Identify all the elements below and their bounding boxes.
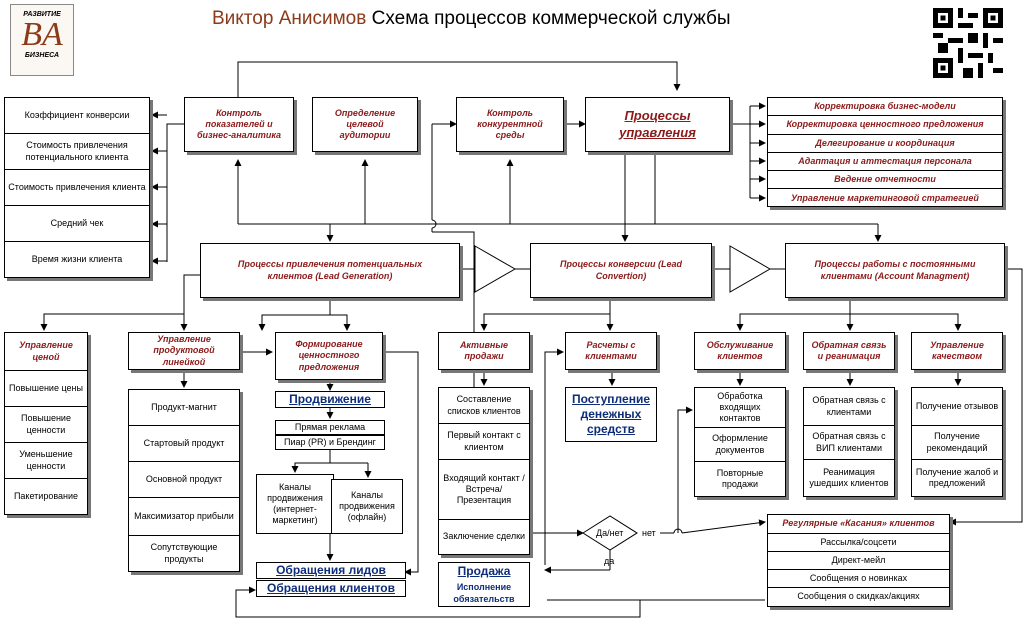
quality-item: Получение рекомендаций <box>912 426 1002 460</box>
product-line-head: Управление продуктовой линейкой <box>128 332 240 370</box>
sale-sublabel: Исполнение обязательств <box>453 582 515 604</box>
management-item: Управление маркетинговой стратегией <box>791 193 979 203</box>
active-sales-list: Составление списков клиентов Первый конт… <box>438 387 530 555</box>
lead-conversion-box: Процессы конверсии (Lead Convertion) <box>530 243 712 298</box>
touch-item: Сообщения о скидках/акциях <box>797 591 920 602</box>
price-item: Повышение цены <box>5 371 87 407</box>
metric-item: Стоимость привлечения потенциального кли… <box>5 134 149 170</box>
feedback-item: Обратная связь с ВИП клиентами <box>804 426 894 460</box>
price-management-head: Управление ценой <box>5 333 87 371</box>
client-touches-head: Регулярные «Касания» клиентов <box>768 515 949 534</box>
account-management-box: Процессы работы с постоянными клиентами … <box>785 243 1005 298</box>
service-item: Обработка входящих контактов <box>695 388 785 428</box>
competitive-control-box: Контроль конкурентной среды <box>456 97 564 152</box>
cash-receipt-box: Поступление денежных средств <box>565 387 657 442</box>
decision-yes-label: да <box>604 556 615 566</box>
management-item: Корректировка ценностного предложения <box>768 116 1002 135</box>
client-requests-box: Обращения клиентов <box>256 580 406 597</box>
product-item: Стартовый продукт <box>129 426 239 462</box>
feedback-list: Обратная связь с клиентами Обратная связ… <box>803 387 895 497</box>
touch-item: Сообщения о новинках <box>768 570 949 588</box>
active-sales-item: Составление списков клиентов <box>439 388 529 424</box>
sale-box: Продажа Исполнение обязательств <box>438 562 530 607</box>
product-item: Основной продукт <box>129 462 239 498</box>
qr-code-icon <box>933 8 1003 78</box>
active-sales-item: Первый контакт с клиентом <box>439 424 529 460</box>
price-item: Повышение ценности <box>5 407 87 443</box>
product-item: Сопутствующие продукты <box>150 542 218 564</box>
client-touches-list: Регулярные «Касания» клиентов Рассылка/с… <box>767 514 950 607</box>
touch-item: Рассылка/соцсети <box>768 534 949 552</box>
metric-item: Коэффициент конверсии <box>5 98 149 134</box>
direct-ads-box: Прямая реклама <box>275 420 385 435</box>
product-line-list: Продукт-магнит Стартовый продукт Основно… <box>128 389 240 572</box>
pr-branding-box: Пиар (PR) и Брендинг <box>275 435 385 450</box>
active-sales-item: Заключение сделки <box>442 531 526 542</box>
target-audience-box: Определение целевой аудитории <box>312 97 418 152</box>
feedback-item: Обратная связь с клиентами <box>804 388 894 426</box>
management-item: Адаптация и аттестация персонала <box>768 153 1002 172</box>
quality-head: Управление качеством <box>911 332 1003 370</box>
client-service-head: Обслуживание клиентов <box>694 332 786 370</box>
control-analytics-box: Контроль показателей и бизнес-аналитика <box>184 97 294 152</box>
offline-channels-box: Каналы продвижения (офлайн) <box>331 479 403 534</box>
management-item: Ведение отчетности <box>768 171 1002 190</box>
payments-head: Расчеты с клиентами <box>565 332 657 370</box>
feedback-head: Обратная связь и реанимация <box>803 332 895 370</box>
lead-requests-box: Обращения лидов <box>256 562 406 579</box>
service-item: Повторные продажи <box>716 467 764 489</box>
client-service-list: Обработка входящих контактов Оформление … <box>694 387 786 497</box>
sale-label: Продажа <box>457 564 511 579</box>
logo: РАЗВИТИЕ BA БИЗНЕСА <box>10 4 74 76</box>
active-sales-head: Активные продажи <box>438 332 530 370</box>
price-management: Управление ценой Повышение цены Повышени… <box>4 332 88 515</box>
metrics-list: Коэффициент конверсии Стоимость привлече… <box>4 97 150 278</box>
metric-item: Время жизни клиента <box>31 253 123 264</box>
quality-item: Получение жалоб и предложений <box>915 466 999 488</box>
price-item: Уменьшение ценности <box>5 443 87 479</box>
metric-item: Стоимость привлечения клиента <box>5 170 149 206</box>
product-item: Продукт-магнит <box>129 390 239 426</box>
page-title: Виктор Анисимов Схема процессов коммерче… <box>212 8 731 29</box>
management-item: Делегирование и координация <box>768 135 1002 153</box>
product-item: Максимизатор прибыли <box>129 498 239 536</box>
service-item: Оформление документов <box>695 428 785 462</box>
promotion-label: Продвижение <box>275 391 385 408</box>
price-item: Пакетирование <box>13 490 79 501</box>
online-channels-box: Каналы продвижения (интернет-маркетинг) <box>256 474 334 534</box>
management-processes-box: Процессы управления <box>585 97 730 152</box>
metric-item: Средний чек <box>5 206 149 242</box>
quality-item: Получение отзывов <box>912 388 1002 426</box>
decision-no-label: нет <box>642 528 656 538</box>
active-sales-item: Входящий контакт / Встреча/ Презентация <box>439 460 529 520</box>
decision-label: Да/нет <box>596 528 624 538</box>
management-item: Корректировка бизнес-модели <box>768 98 1002 117</box>
value-proposition-head: Формирование ценностного предложения <box>275 332 383 380</box>
management-items-list: Корректировка бизнес-модели Корректировк… <box>767 97 1003 207</box>
lead-generation-box: Процессы привлечения потенциальных клиен… <box>200 243 460 298</box>
quality-list: Получение отзывов Получение рекомендаций… <box>911 387 1003 497</box>
touch-item: Директ-мейл <box>768 552 949 570</box>
feedback-item: Реанимация ушедших клиентов <box>809 466 889 488</box>
